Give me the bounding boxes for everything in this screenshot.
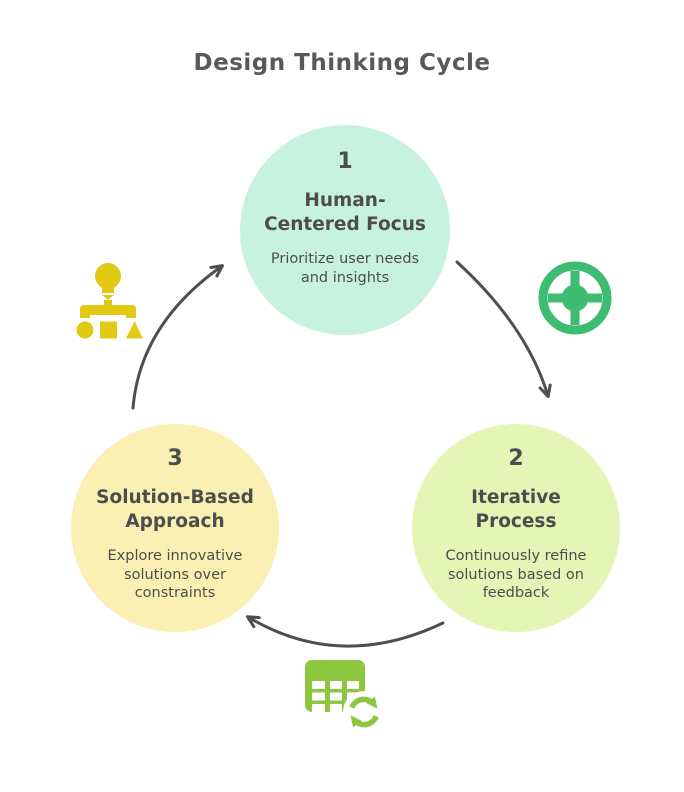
table-refresh-icon [305, 660, 383, 732]
arrow-1-to-2 [455, 260, 552, 399]
node-solution-based-approach: 3 Solution-Based Approach Explore innova… [68, 421, 282, 635]
node-title: Iterative Process [471, 487, 561, 533]
arrow-2-to-3 [245, 615, 445, 648]
arrow-3-to-1 [131, 264, 224, 410]
node-title: Solution-Based Approach [96, 487, 254, 533]
idea-hierarchy-icon [76, 263, 143, 339]
node-number: 3 [167, 446, 183, 471]
diagram-title: Design Thinking Cycle [193, 50, 491, 76]
node-title: Human- Centered Focus [264, 190, 426, 236]
node-description: Prioritize user needs and insights [270, 251, 420, 286]
node-human-centered-focus: 1 Human- Centered Focus Prioritize user … [237, 122, 453, 338]
node-number: 2 [508, 446, 524, 471]
node-description: Explore innovative solutions over constr… [107, 548, 243, 601]
lifebuoy-target-icon [538, 261, 612, 335]
node-number: 1 [337, 149, 353, 174]
node-description: Continuously refine solutions based on f… [445, 548, 587, 601]
node-iterative-process: 2 Iterative Process Continuously refine … [409, 421, 623, 635]
